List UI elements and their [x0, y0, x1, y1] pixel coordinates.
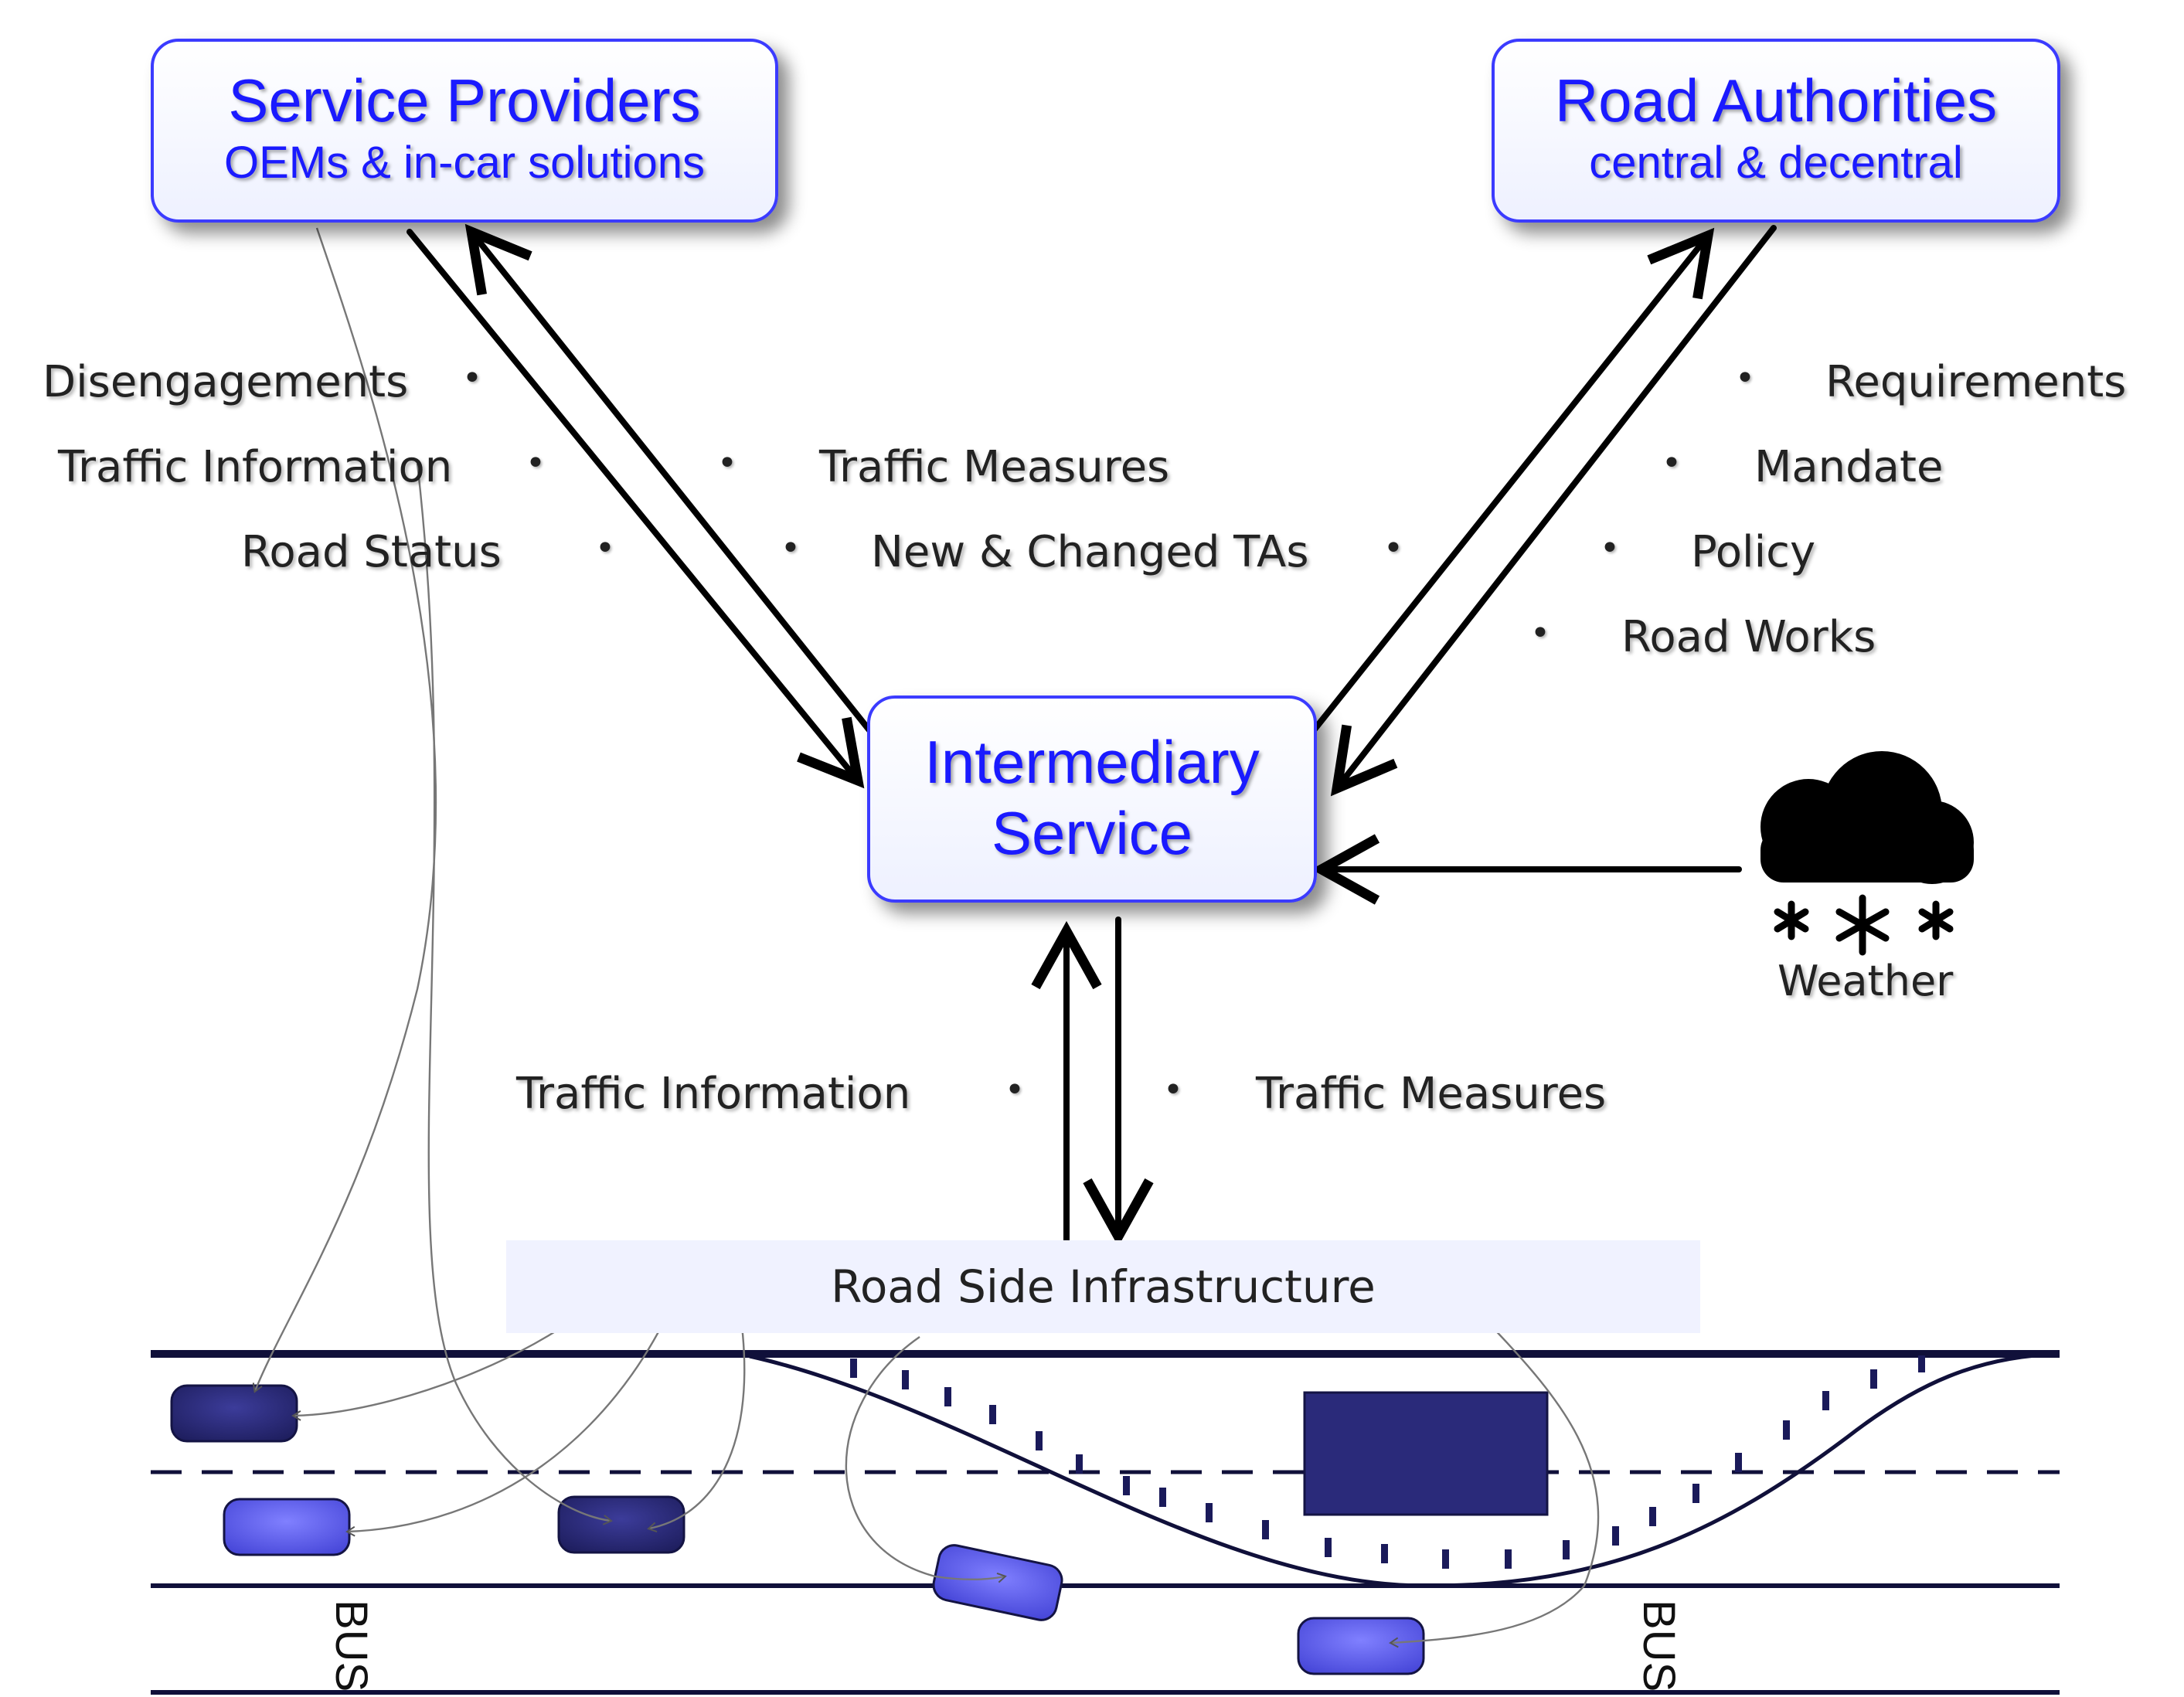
intermediary-title-line1: Intermediary [924, 728, 1260, 796]
detour-curve [749, 1352, 2060, 1588]
road-side-infrastructure-label: Road Side Infrastructure [831, 1260, 1376, 1313]
intermediary-title-line2: Service [991, 799, 1193, 867]
bullet-traffic-measures-sp: • [717, 444, 737, 483]
road-authorities-box: Road Authorities central & decentral [1492, 39, 2060, 223]
road-authorities-subtitle: central & decentral [1589, 138, 1963, 188]
flow-label-new-changed-tas: New & Changed TAs [871, 527, 1309, 577]
vehicle-light-1 [223, 1498, 351, 1556]
flow-label-policy: Policy [1691, 527, 1816, 577]
service-providers-box: Service Providers OEMs & in-car solution… [151, 39, 778, 223]
flow-label-traffic-information-sp: Traffic Information [58, 442, 453, 492]
service-providers-title: Service Providers [228, 66, 701, 134]
bullet-mandate: • [1662, 444, 1682, 483]
flow-label-mandate: Mandate [1754, 442, 1944, 492]
bullet-traffic-information-sp: • [526, 444, 546, 483]
road [151, 1350, 2060, 1695]
arrow-is-to-ra [1311, 227, 1715, 733]
bullet-road-works: • [1530, 614, 1550, 653]
bus-lane-label-left: BUS [326, 1600, 376, 1692]
bullet-traffic-information-rsi: • [1005, 1070, 1025, 1110]
vehicle-dark-1 [170, 1384, 298, 1443]
bus-lane-label-right: BUS [1634, 1600, 1684, 1692]
arrow-is-to-sp [464, 223, 873, 733]
traffic-cones [850, 1355, 1925, 1569]
flow-label-traffic-measures-rsi: Traffic Measures [1256, 1069, 1607, 1119]
snow-cloud-icon [1760, 751, 1974, 956]
road-side-infrastructure-band: Road Side Infrastructure [506, 1240, 1700, 1333]
flow-label-requirements: Requirements [1825, 357, 2127, 407]
flow-label-disengagements: Disengagements [43, 357, 409, 407]
service-providers-subtitle: OEMs & in-car solutions [223, 138, 706, 188]
bullet-new-changed-tas: • [781, 529, 801, 568]
arrow-ra-to-is [1330, 225, 1777, 797]
flow-label-road-works: Road Works [1621, 612, 1876, 662]
intermediary-service-box: Intermediary Service [867, 695, 1317, 903]
road-works-block [1303, 1391, 1549, 1516]
road-authorities-title: Road Authorities [1554, 66, 1998, 134]
weather-label: Weather [1777, 957, 1954, 1005]
bullet-policy: • [1600, 529, 1620, 568]
bullet-new-changed-tas-right: • [1383, 529, 1403, 568]
arrow-sp-to-is [407, 229, 865, 789]
vehicle-dark-2 [557, 1495, 685, 1554]
vehicle-light-tilted [932, 1544, 1063, 1621]
vehicle-light-bus-lane [1297, 1617, 1425, 1675]
flow-arrows [407, 223, 1777, 1247]
bullet-road-status: • [595, 529, 615, 568]
bullet-requirements: • [1735, 359, 1755, 398]
flow-label-road-status: Road Status [241, 527, 502, 577]
flow-label-traffic-measures-sp: Traffic Measures [819, 442, 1170, 492]
vehicles [170, 1384, 1425, 1675]
bullet-traffic-measures-rsi: • [1163, 1070, 1183, 1110]
flow-label-traffic-information-rsi: Traffic Information [516, 1069, 911, 1119]
bullet-disengagements: • [462, 359, 482, 398]
communication-lines [252, 227, 1600, 1648]
